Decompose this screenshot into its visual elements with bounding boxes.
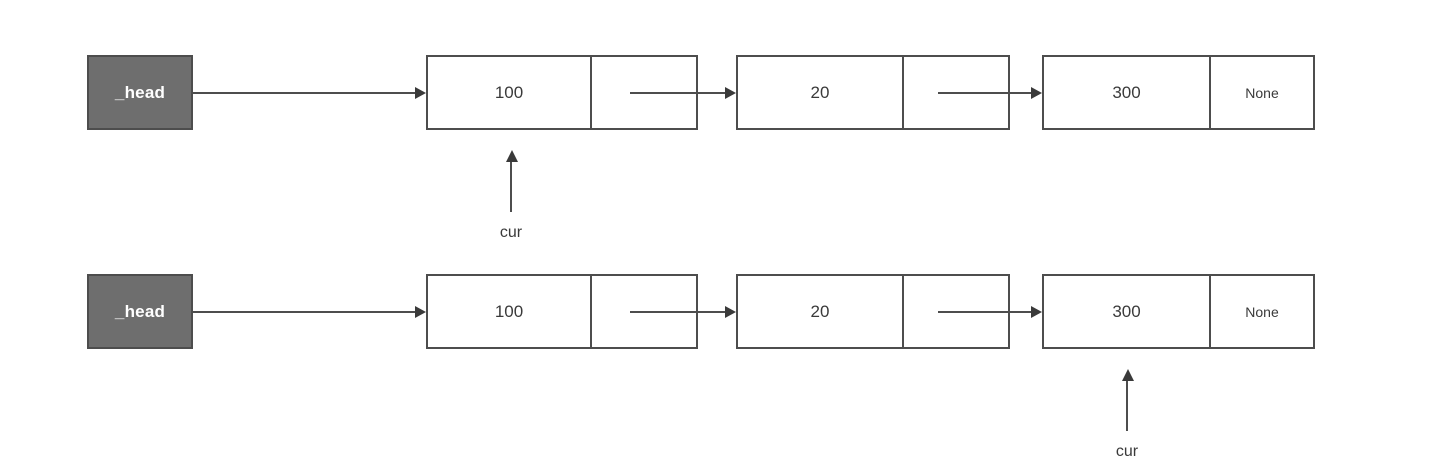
arrowhead-node1-to-node2-row1 xyxy=(725,87,736,99)
cur-pointer-arrowhead-row2 xyxy=(1122,369,1134,381)
connector-node1-to-node2-row1 xyxy=(631,92,725,94)
node-data-cell: 100 xyxy=(494,301,524,321)
list-node-row2-1: 20 xyxy=(736,274,1010,349)
list-node-row2-2: 300 None xyxy=(1042,274,1315,349)
node-data-cell: 20 xyxy=(810,82,830,102)
node-next-cell: None xyxy=(1209,57,1313,128)
node-data-cell: 300 xyxy=(1112,82,1141,102)
head-label: _head xyxy=(114,83,166,102)
node-data-cell: 20 xyxy=(810,301,830,321)
connector-node2-to-node3-row2 xyxy=(938,311,1031,313)
arrowhead-node2-to-node3-row1 xyxy=(1031,87,1042,99)
arrowhead-head-to-node1-row2 xyxy=(415,306,426,318)
arrowhead-node2-to-node3-row2 xyxy=(1031,306,1042,318)
node-data-cell: 100 xyxy=(494,82,524,102)
arrowhead-head-to-node1-row1 xyxy=(415,87,426,99)
node-data-cell: 300 xyxy=(1112,301,1141,321)
connector-node2-to-node3-row1 xyxy=(938,92,1031,94)
cur-pointer-arrowhead-row1 xyxy=(506,150,518,162)
list-node-row1-2: 300 None xyxy=(1042,55,1315,130)
arrowhead-node1-to-node2-row2 xyxy=(725,306,736,318)
head-box-row2: _head xyxy=(87,274,193,349)
connector-head-to-node1-row2 xyxy=(193,311,415,313)
connector-node1-to-node2-row2 xyxy=(631,311,725,313)
cur-pointer-line-row1 xyxy=(510,162,512,212)
connector-head-to-node1-row1 xyxy=(193,92,415,94)
cur-pointer-label-row1: cur xyxy=(499,224,523,241)
head-box-row1: _head xyxy=(87,55,193,130)
cur-pointer-line-row2 xyxy=(1126,381,1128,431)
head-label: _head xyxy=(114,302,166,321)
cur-pointer-label-row2: cur xyxy=(1115,443,1139,460)
node-next-cell: None xyxy=(1209,276,1313,347)
